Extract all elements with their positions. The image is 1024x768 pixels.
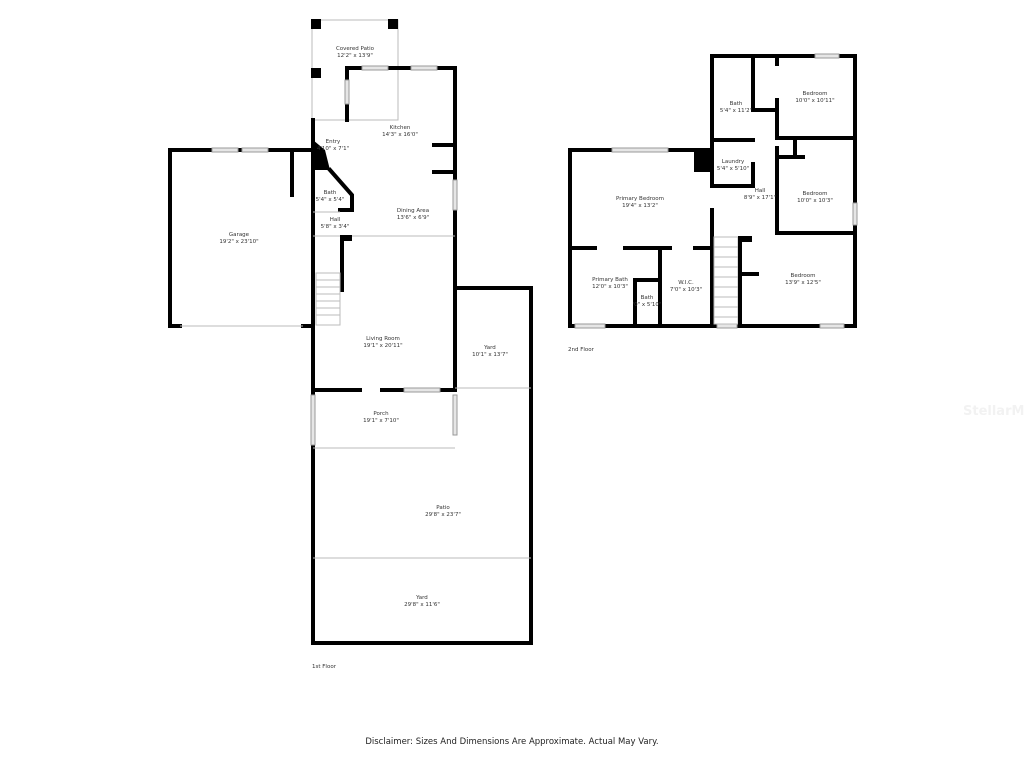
disclaimer: Disclaimer: Sizes And Dimensions Are App… xyxy=(365,737,659,747)
window xyxy=(452,179,458,211)
outer-walls xyxy=(568,54,857,328)
yard-walls xyxy=(311,286,533,645)
first-floor-plan xyxy=(168,19,533,645)
window xyxy=(410,65,438,71)
post xyxy=(311,19,321,29)
kitchen-walls xyxy=(345,66,457,392)
post xyxy=(388,19,398,29)
room-label: Bath'0" x 5'10" xyxy=(633,295,662,308)
room-label: W.I.C.7'0" x 10'3" xyxy=(670,280,702,293)
post xyxy=(311,68,321,78)
window xyxy=(361,65,389,71)
window xyxy=(344,79,350,105)
floor-label: 1st Floor xyxy=(312,664,337,670)
watermark: StellarMLS xyxy=(963,404,1024,419)
stairs xyxy=(315,272,341,326)
second-floor-plan xyxy=(568,53,858,329)
stairs xyxy=(713,236,739,325)
floor-label: 2nd Floor xyxy=(568,347,595,353)
